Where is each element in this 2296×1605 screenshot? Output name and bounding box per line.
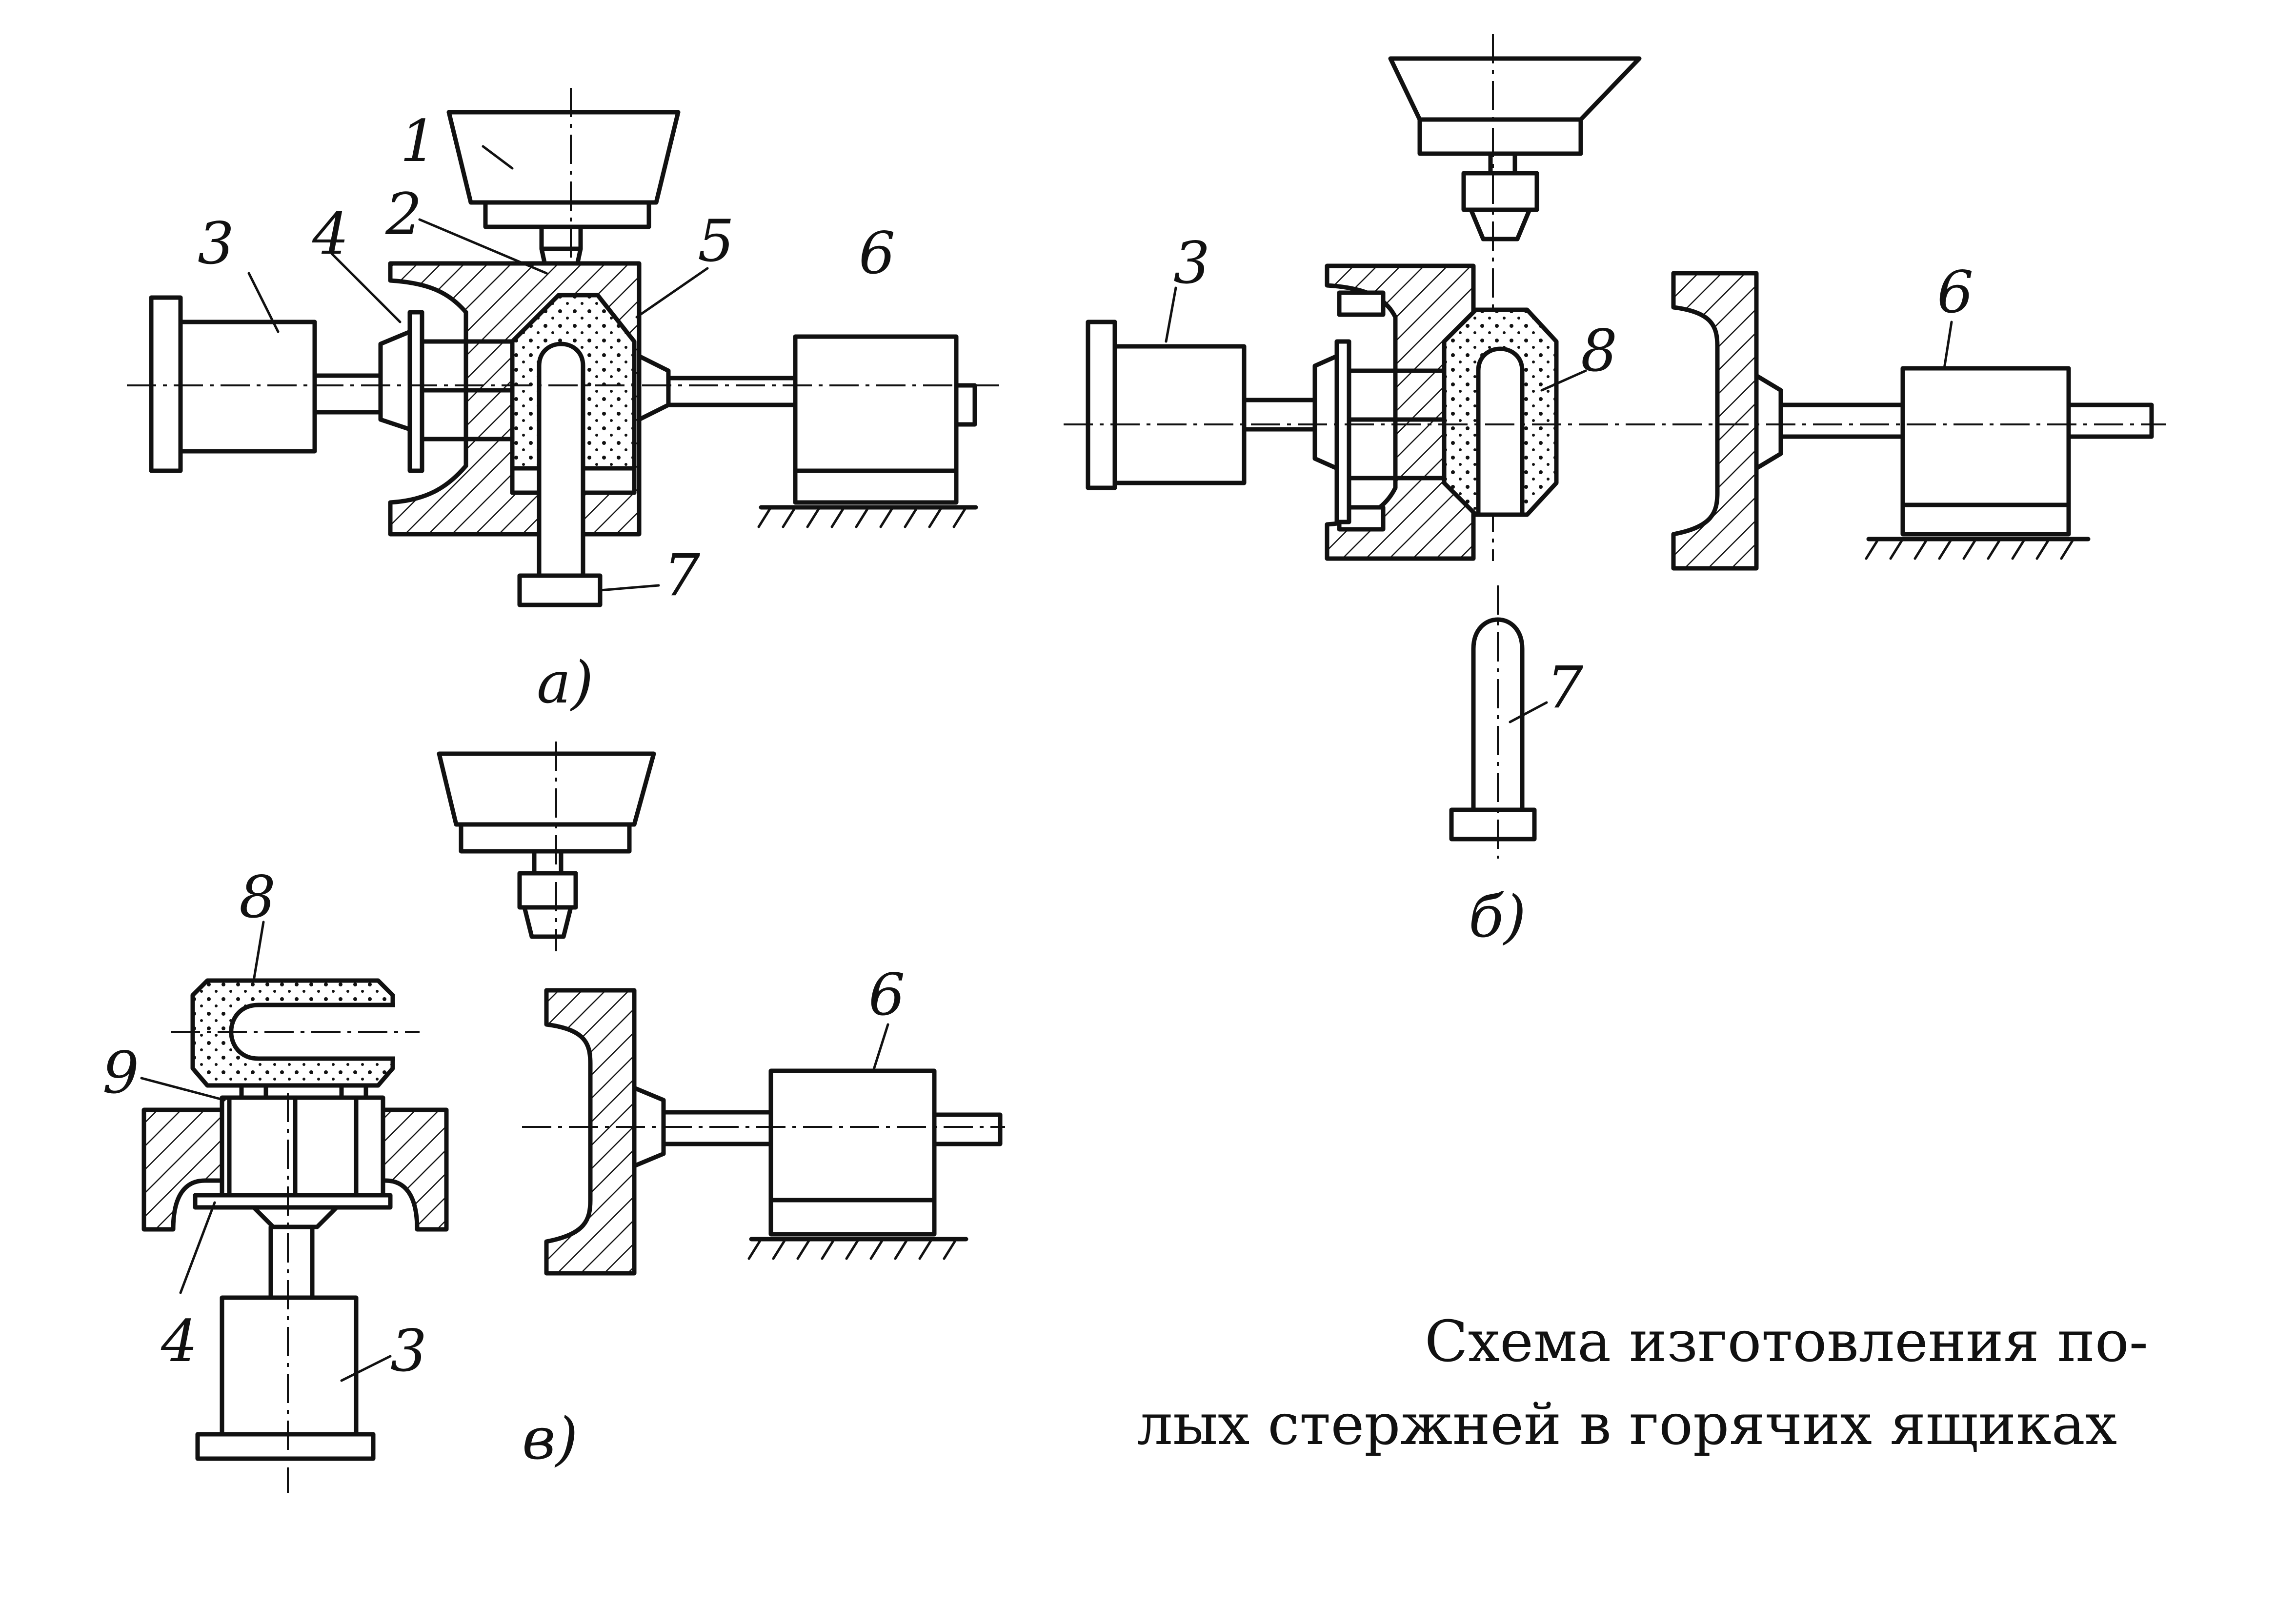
hopper-b — [1388, 56, 1642, 122]
label-9-v: 9 — [102, 1039, 139, 1106]
label-5: 5 — [698, 207, 734, 275]
core-box-right-b — [1671, 271, 1759, 571]
hopper — [446, 110, 681, 205]
label-3: 3 — [198, 210, 234, 277]
caption-line-2: лых стержней в горячих ящиках — [1137, 1392, 2117, 1458]
label-8-b: 8 — [1581, 317, 1617, 384]
panel-label-v: в) — [522, 1405, 578, 1472]
cylinder-right-v — [768, 1068, 937, 1237]
label-8-v: 8 — [239, 863, 276, 931]
label-3-v: 3 — [390, 1317, 427, 1384]
label-4: 4 — [312, 200, 349, 267]
label-2: 2 — [385, 181, 422, 248]
label-6-b: 6 — [1937, 259, 1974, 326]
mandrel — [537, 341, 585, 593]
cylinder-left-b — [1086, 320, 1117, 490]
panel-b: 3 8 6 7 б) — [1064, 34, 2166, 950]
label-7: 7 — [664, 542, 700, 609]
cylinder-left — [149, 295, 183, 473]
label-6-v: 6 — [868, 961, 905, 1028]
hopper-v — [437, 751, 656, 827]
label-4-v: 4 — [161, 1307, 198, 1375]
label-7-b: 7 — [1547, 654, 1583, 721]
cylinder-right — [793, 334, 959, 505]
label-1: 1 — [400, 107, 437, 175]
panel-v: 8 9 4 3 6 в) — [102, 742, 1005, 1493]
panel-a: 1 2 3 4 5 6 7 а) — [127, 88, 1000, 716]
cylinder-v — [220, 1295, 359, 1437]
cylinder-right-b — [1900, 366, 2071, 537]
core-box-right-v — [544, 988, 637, 1276]
pusher-plate — [407, 310, 424, 473]
label-3-b: 3 — [1173, 229, 1210, 297]
mandrel-b — [1471, 617, 1525, 812]
label-6: 6 — [859, 220, 895, 287]
panel-label-a: а) — [537, 649, 593, 716]
panel-label-b: б) — [1469, 883, 1526, 950]
caption-line-1: Схема изготовления по- — [1425, 1309, 2148, 1375]
